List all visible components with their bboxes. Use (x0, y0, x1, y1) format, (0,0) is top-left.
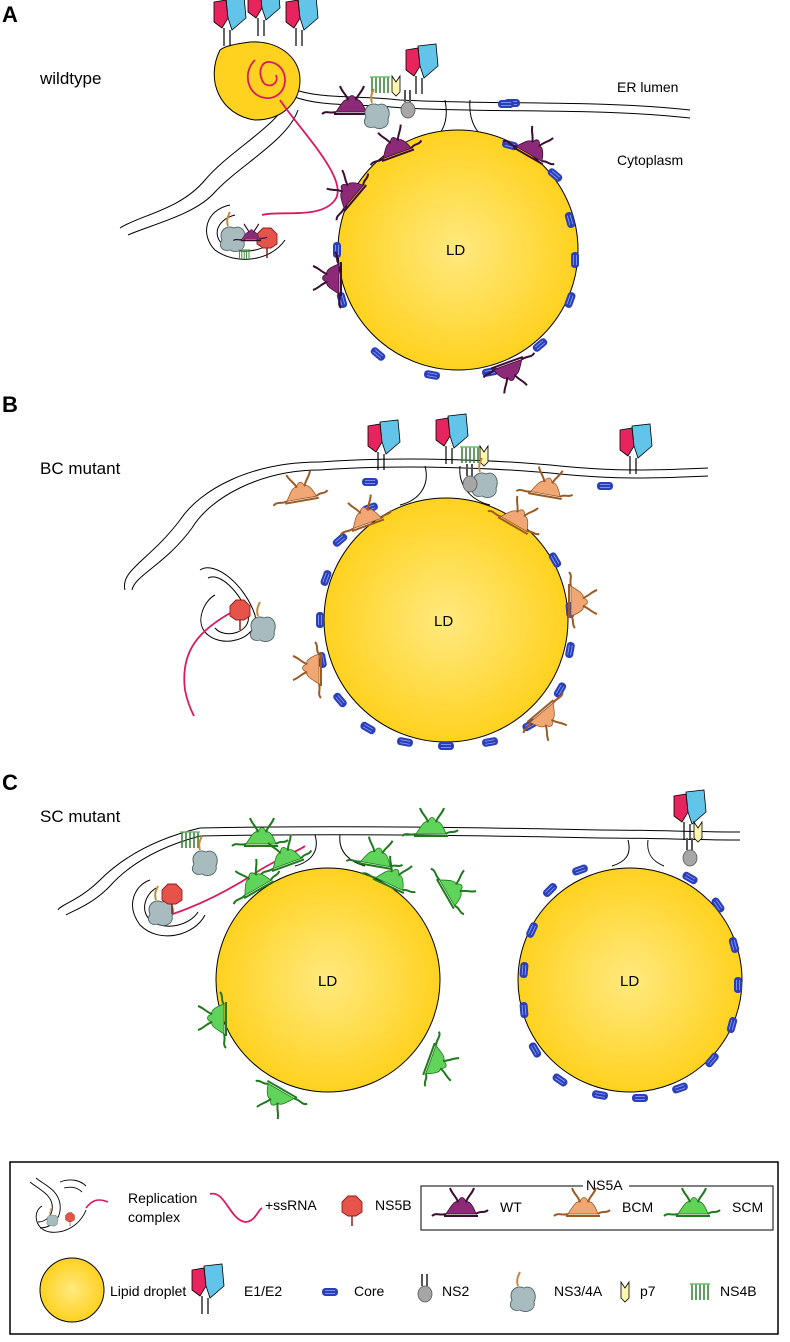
panel-letter-b: B (2, 392, 18, 417)
panel-b-title: BC mutant (40, 459, 121, 478)
panel-a-replication-complex (219, 211, 278, 260)
legend-scm-label: SCM (732, 1199, 763, 1215)
panel-a-rna (261, 99, 339, 216)
panel-b-replication-complex (229, 599, 277, 643)
panel-a-title: wildtype (39, 69, 101, 88)
panel-a-ld-label: LD (446, 242, 465, 259)
legend-replication-complex-icon (29, 1177, 87, 1233)
panel-letter-a: A (2, 2, 18, 27)
panel-c-ld-label-right: LD (620, 973, 639, 990)
legend-box (9, 1161, 779, 1335)
legend-replication-complex-label-2: complex (128, 1209, 180, 1225)
legend-p7-label: p7 (640, 1283, 656, 1299)
panel-c-title: SC mutant (40, 807, 121, 826)
panel-b-ld-label: LD (434, 613, 453, 630)
panel-a-assembly-complex (363, 43, 439, 130)
panel-c-assembly-complex (673, 789, 707, 867)
legend-e1e2-label: E1/E2 (244, 1283, 282, 1299)
panel-c-ld-label-left: LD (318, 973, 337, 990)
legend-lipid-droplet-label: Lipid droplet (110, 1283, 186, 1299)
legend-ns4b-label: NS4B (720, 1283, 757, 1299)
legend-ns34a-label: NS3/4A (554, 1283, 603, 1299)
legend-replication-rna (85, 1199, 109, 1209)
panel-letter-c: C (2, 770, 18, 795)
legend-core-icon (321, 1287, 339, 1297)
panel-a-er-membrane (119, 87, 691, 260)
legend-core-label: Core (354, 1283, 385, 1299)
panel-c-lipid-droplet-left (215, 867, 441, 1093)
er-lumen-label: ER lumen (617, 79, 678, 95)
legend-ns5b-label: NS5B (375, 1197, 412, 1213)
legend-ssrna-label: +ssRNA (265, 1197, 317, 1213)
panel-c-replication-complex (147, 831, 219, 927)
legend-ns5a-title: NS5A (586, 1177, 623, 1193)
legend-replication-complex-label-1: Replication (128, 1190, 197, 1206)
panel-c-lipid-droplet-right (517, 867, 743, 1093)
legend-wt-label: WT (500, 1199, 522, 1215)
cytoplasm-label: Cytoplasm (617, 152, 683, 168)
legend-ns2-label: NS2 (442, 1283, 469, 1299)
legend-bcm-label: BCM (622, 1199, 653, 1215)
panel-a-budding-virion (213, 0, 319, 121)
panel-b-rna (183, 611, 233, 717)
legend-ns5a-title-bg (583, 1180, 629, 1192)
legend-lipid-droplet-icon (39, 1257, 105, 1323)
legend-ssrna-icon (209, 1193, 263, 1223)
